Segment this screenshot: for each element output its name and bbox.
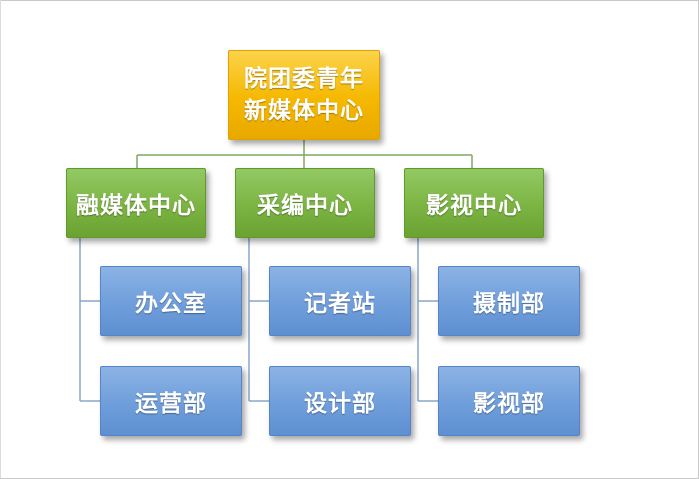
department-node-shejibu: 设计部: [269, 366, 411, 436]
frame-border-top: [0, 0, 699, 1]
department-node-jizhezhan: 记者站: [269, 266, 411, 336]
department-node-yunyingbu: 运营部: [100, 366, 242, 436]
department-node-label: 办公室: [135, 291, 207, 317]
department-node-label: 摄制部: [473, 291, 545, 317]
center-node-yingshi: 影视中心: [404, 168, 544, 238]
department-node-label: 记者站: [304, 291, 376, 317]
center-node-label: 融媒体中心: [76, 193, 196, 219]
department-node-label: 运营部: [135, 391, 207, 417]
frame-border-left: [0, 0, 1, 479]
center-node-rongmeiti: 融媒体中心: [66, 168, 206, 238]
root-node-line1: 院团委青年: [244, 66, 364, 92]
center-node-caibian: 采编中心: [235, 168, 375, 238]
department-node-yingshibu: 影视部: [438, 366, 580, 436]
department-node-bangongshi: 办公室: [100, 266, 242, 336]
department-node-label: 设计部: [304, 391, 376, 417]
department-node-label: 影视部: [473, 391, 545, 417]
center-node-label: 采编中心: [257, 193, 353, 219]
root-node: 院团委青年 新媒体中心: [228, 50, 380, 140]
department-node-shezhibu: 摄制部: [438, 266, 580, 336]
center-node-label: 影视中心: [426, 193, 522, 219]
root-node-line2: 新媒体中心: [244, 98, 364, 124]
